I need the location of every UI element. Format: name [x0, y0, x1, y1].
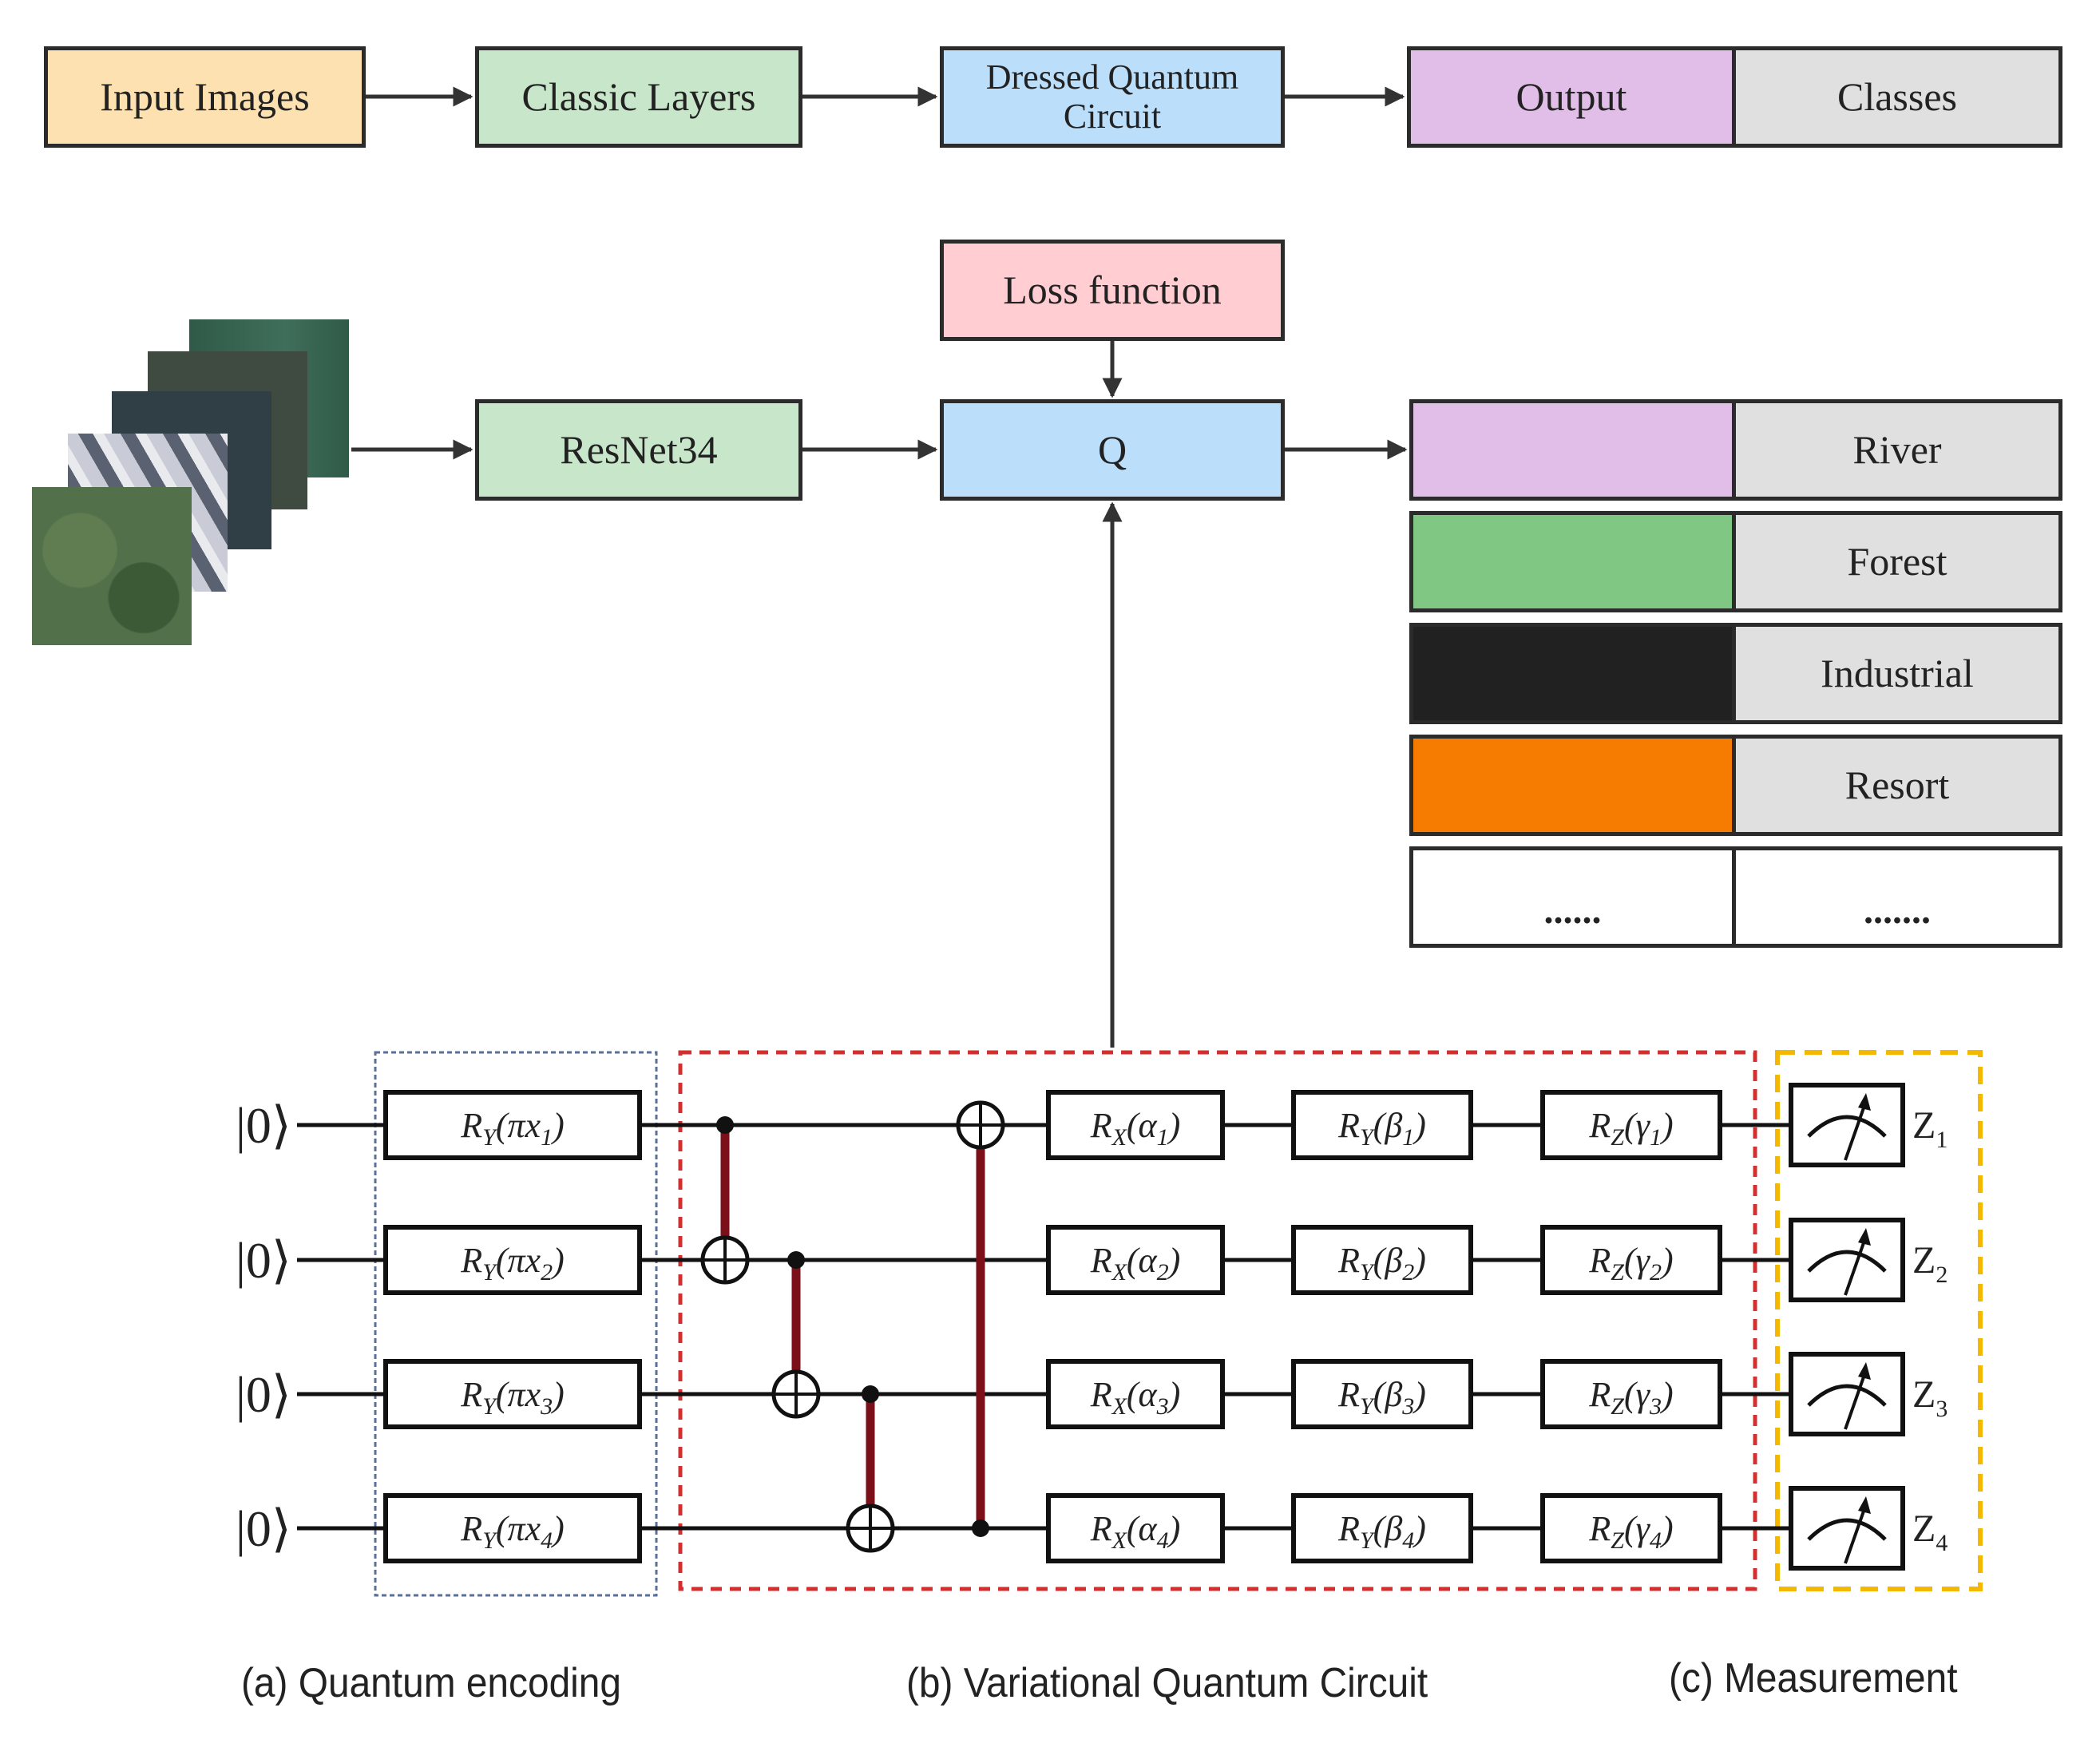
gate-rx — [1046, 1090, 1225, 1160]
class-label: ....... — [1732, 846, 2062, 948]
caption-quantum-encoding: (a) Quantum encoding — [241, 1660, 622, 1706]
encoding-gate-ry-label: RY(πx2) — [460, 1241, 564, 1286]
meter-arc — [1807, 1115, 1887, 1138]
measurement-meter-icon — [1789, 1083, 1905, 1167]
measurement-label: Z4 — [1912, 1507, 1947, 1556]
gate-ry-label: RY(β4) — [1337, 1509, 1426, 1554]
resnet34-box: ResNet34 — [475, 399, 802, 501]
input-images-box: Input Images — [44, 46, 366, 148]
output-label: Output — [1516, 74, 1627, 119]
meter-arc — [1807, 1518, 1887, 1541]
dqc-label-line1: Dressed Quantum — [985, 57, 1239, 97]
meter-needle — [1844, 1369, 1868, 1430]
classic-layers-label: Classic Layers — [521, 74, 756, 119]
meter-needle-head — [1858, 1496, 1871, 1514]
meter-needle — [1844, 1235, 1868, 1296]
gate-ry-label: RY(β1) — [1337, 1106, 1426, 1151]
q-label: Q — [1097, 427, 1127, 472]
class-label: River — [1732, 399, 2062, 501]
class-swatch — [1409, 623, 1736, 724]
measurement-meter-icon — [1789, 1486, 1905, 1571]
class-label: Forest — [1732, 511, 2062, 612]
gate-rz — [1540, 1090, 1722, 1160]
gate-rz — [1540, 1359, 1722, 1429]
measurement-meter-icon — [1789, 1218, 1905, 1302]
encoding-gate-ry-label: RY(πx1) — [460, 1106, 564, 1151]
meter-needle — [1844, 1504, 1868, 1564]
cnot-control-dot — [787, 1251, 805, 1269]
caption-variational-circuit: (b) Variational Quantum Circuit — [906, 1660, 1428, 1706]
gate-ry-label: RY(β2) — [1337, 1241, 1426, 1286]
gate-rz — [1540, 1493, 1722, 1563]
class-swatch: ...... — [1409, 846, 1736, 948]
meter-arc — [1807, 1250, 1887, 1273]
encoding-gate-ry-label: RY(πx3) — [460, 1375, 564, 1420]
gate-rz-label: RZ(γ1) — [1588, 1106, 1673, 1151]
gate-rx-label: RX(α1) — [1090, 1106, 1181, 1151]
ket-zero-label: |0⟩ — [236, 1366, 291, 1423]
class-swatch — [1409, 399, 1736, 501]
encoding-gate-ry-label: RY(πx4) — [460, 1509, 564, 1554]
meter-needle-head — [1858, 1093, 1871, 1111]
gate-ry-label: RY(β3) — [1337, 1375, 1426, 1420]
ket-zero-label: |0⟩ — [236, 1500, 291, 1557]
classes-label: Classes — [1837, 74, 1957, 119]
meter-needle — [1844, 1100, 1868, 1161]
cnot-target-circle — [846, 1504, 895, 1553]
meter-arc — [1807, 1384, 1887, 1407]
encoding-gate-ry — [383, 1493, 642, 1563]
meter-needle-head — [1858, 1362, 1871, 1380]
encoding-gate-ry — [383, 1090, 642, 1160]
gate-rz — [1540, 1225, 1722, 1295]
cnot-target-circle — [956, 1100, 1005, 1150]
class-label: Resort — [1732, 735, 2062, 836]
gate-rx-label: RX(α2) — [1090, 1241, 1181, 1286]
input-images-label: Input Images — [100, 74, 310, 119]
q-box: Q — [940, 399, 1285, 501]
measurement-meter-icon — [1789, 1352, 1905, 1436]
meter-needle-head — [1858, 1228, 1871, 1246]
cnot-control-dot — [716, 1116, 734, 1134]
encoding-gate-ry — [383, 1359, 642, 1429]
encoding-gate-ry — [383, 1225, 642, 1295]
class-swatch — [1409, 511, 1736, 612]
cnot-target-circle — [771, 1369, 821, 1419]
classic-layers-box: Classic Layers — [475, 46, 802, 148]
gate-rx — [1046, 1359, 1225, 1429]
loss-function-label: Loss function — [1003, 267, 1222, 312]
gate-ry — [1291, 1493, 1473, 1563]
caption-measurement: (c) Measurement — [1669, 1655, 1958, 1702]
resnet34-label: ResNet34 — [560, 427, 718, 472]
cnot-control-dot — [972, 1519, 989, 1537]
dressed-quantum-circuit-box: Dressed Quantum Circuit — [940, 46, 1285, 148]
ket-zero-label: |0⟩ — [236, 1097, 291, 1154]
vqc-region — [678, 1050, 1757, 1591]
ket-zero-label: |0⟩ — [236, 1232, 291, 1289]
gate-ry — [1291, 1090, 1473, 1160]
gate-rx — [1046, 1225, 1225, 1295]
gate-rx-label: RX(α4) — [1090, 1509, 1181, 1554]
measurement-region — [1775, 1050, 1983, 1591]
cnot-target-circle — [700, 1235, 750, 1285]
satellite-image-5 — [32, 487, 192, 645]
output-box: Output — [1407, 46, 1736, 148]
gate-ry — [1291, 1359, 1473, 1429]
class-swatch — [1409, 735, 1736, 836]
gate-rx-label: RX(α3) — [1090, 1375, 1181, 1420]
measurement-label: Z2 — [1912, 1239, 1947, 1288]
gate-rx — [1046, 1493, 1225, 1563]
loss-function-box: Loss function — [940, 240, 1285, 341]
cnot-control-dot — [862, 1385, 879, 1403]
gate-rz-label: RZ(γ2) — [1588, 1241, 1673, 1286]
encoding-region — [374, 1051, 658, 1597]
classes-box: Classes — [1732, 46, 2062, 148]
class-label: Industrial — [1732, 623, 2062, 724]
gate-ry — [1291, 1225, 1473, 1295]
gate-rz-label: RZ(γ4) — [1588, 1509, 1673, 1554]
dqc-label-line2: Circuit — [1063, 96, 1162, 136]
measurement-label: Z1 — [1912, 1104, 1947, 1153]
gate-rz-label: RZ(γ3) — [1588, 1375, 1673, 1420]
measurement-label: Z3 — [1912, 1373, 1947, 1422]
